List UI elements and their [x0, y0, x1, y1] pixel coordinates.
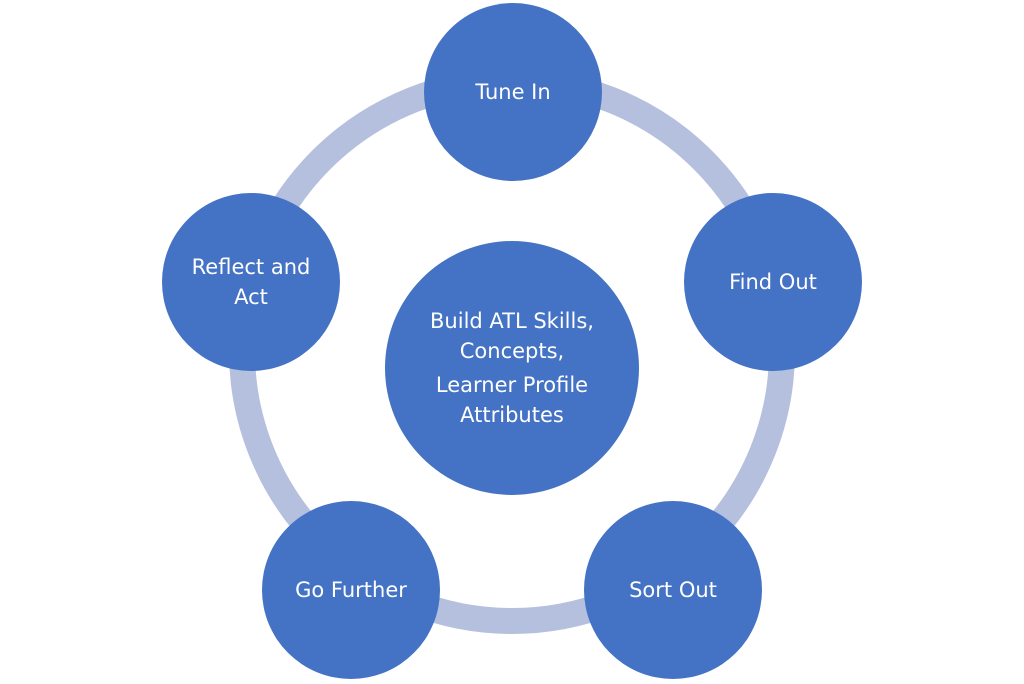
- stage-node-find-out: Find Out: [684, 193, 862, 371]
- stage-label-line: Go Further: [295, 578, 407, 602]
- center-label-line: Attributes: [460, 403, 564, 427]
- stage-label-line: Act: [234, 285, 268, 309]
- center-label-line: Build ATL Skills,: [430, 309, 594, 333]
- center-label-line: Learner Profile: [435, 373, 589, 397]
- stage-node-tune-in: Tune In: [424, 3, 602, 181]
- stage-label-line: Find Out: [729, 270, 817, 294]
- center-label-line: Concepts,: [459, 339, 565, 363]
- stage-node-go-further: Go Further: [262, 501, 440, 679]
- stage-label-line: Tune In: [475, 80, 551, 104]
- stage-label-line: Reflect and: [191, 255, 311, 279]
- stage-node-reflect-and-act: Reflect and Act: [162, 193, 340, 371]
- center-node: Build ATL Skills, Concepts, Learner Prof…: [385, 241, 639, 495]
- stage-node-sort-out: Sort Out: [584, 501, 762, 679]
- stage-label-line: Sort Out: [629, 578, 717, 602]
